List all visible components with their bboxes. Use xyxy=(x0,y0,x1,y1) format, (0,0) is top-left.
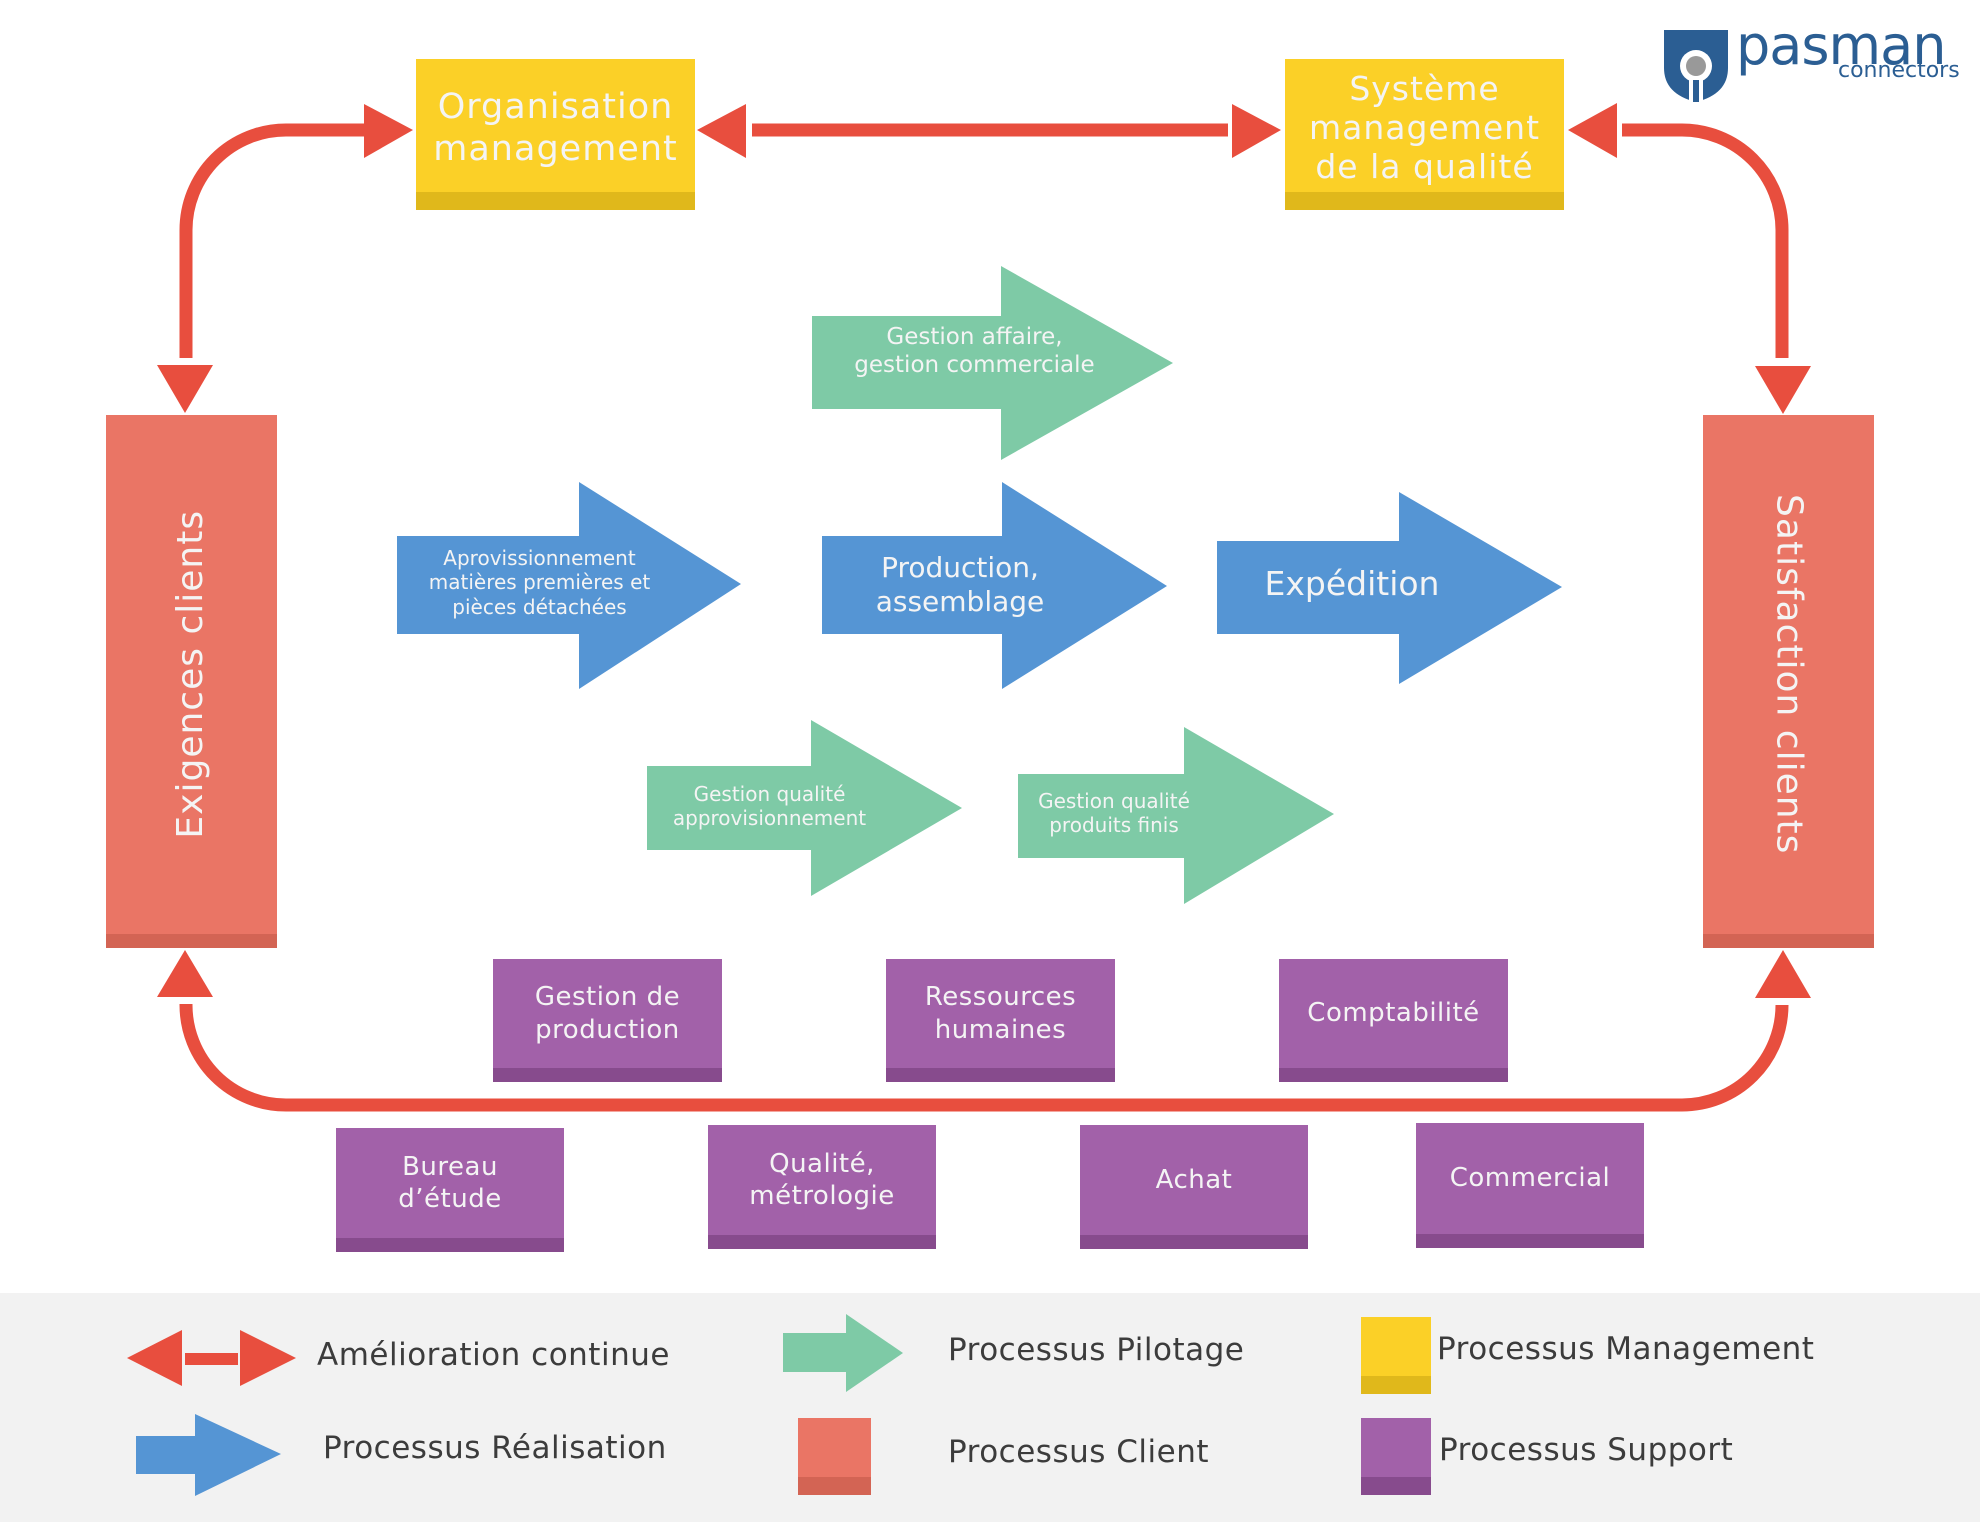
pasman-logo: pasman connectors xyxy=(1660,14,1960,104)
realisation-arrow-shipping xyxy=(1217,492,1562,684)
client-box-satisfaction: Satisfaction clients xyxy=(1703,415,1874,948)
arrowhead-up-icon xyxy=(1755,950,1811,998)
arrowhead-left-icon xyxy=(1568,103,1617,158)
management-box-organisation: Organisation management xyxy=(416,59,695,210)
loop-top-right-line xyxy=(1622,123,1789,358)
arrowhead-up-icon xyxy=(157,950,213,997)
support-label: Qualité, métrologie xyxy=(749,1148,895,1212)
legend-client-swatch xyxy=(798,1418,871,1495)
pilotage-label-business: Gestion affaire, gestion commerciale xyxy=(854,324,1095,379)
legend-label-management: Processus Management xyxy=(1437,1331,1815,1367)
legend-support-swatch xyxy=(1361,1418,1431,1495)
pilotage-arrow-quality-finished xyxy=(1018,727,1334,904)
client-box-requirements: Exigences clients xyxy=(106,415,277,948)
support-box-human-resources: Ressources humaines xyxy=(886,959,1115,1082)
support-box-accounting: Comptabilité xyxy=(1279,959,1508,1082)
legend-management-swatch xyxy=(1361,1317,1431,1394)
support-box-production-management: Gestion de production xyxy=(493,959,722,1082)
legend-panel xyxy=(0,1293,1980,1522)
logo-tagline: connectors xyxy=(1838,58,1960,83)
arrowhead-right-icon xyxy=(1232,104,1281,158)
support-label: Ressources humaines xyxy=(924,982,1077,1045)
arrowhead-right-icon xyxy=(364,104,413,158)
support-box-design-office: Bureau d’étude xyxy=(336,1128,564,1252)
support-box-commercial: Commercial xyxy=(1416,1123,1644,1248)
realisation-arrow-supply xyxy=(397,482,741,689)
legend-green-arrow-icon xyxy=(783,1314,903,1392)
legend-label-support: Processus Support xyxy=(1439,1432,1734,1468)
realisation-label-production: Production, assemblage xyxy=(875,551,1045,619)
arrowhead-left-icon xyxy=(697,104,746,158)
support-label: Bureau d’étude xyxy=(398,1151,502,1215)
realisation-arrow-production xyxy=(822,482,1167,689)
pilotage-arrow-business xyxy=(812,266,1173,460)
logo-brand: pasman xyxy=(1736,14,1946,77)
legend-label-pilotage: Processus Pilotage xyxy=(948,1332,1245,1368)
legend-blue-arrow-icon xyxy=(136,1414,281,1496)
realisation-label-supply: Aprovissionnement matières premières et … xyxy=(428,546,651,619)
support-label: Commercial xyxy=(1449,1163,1611,1194)
loop-top-left-line xyxy=(179,123,364,358)
management-label-quality-system: Système management de la qualité xyxy=(1308,69,1541,186)
pilotage-label-quality-finished: Gestion qualité produits finis xyxy=(1038,789,1190,838)
support-label: Comptabilité xyxy=(1307,998,1480,1029)
realisation-label-shipping: Expédition xyxy=(1264,564,1440,603)
arrowhead-down-icon xyxy=(1755,366,1811,414)
support-box-purchasing: Achat xyxy=(1080,1125,1308,1249)
management-label-organisation: Organisation management xyxy=(433,87,678,169)
legend-label-realisation: Processus Réalisation xyxy=(323,1430,667,1466)
pilotage-label-quality-supply: Gestion qualité approvisionnement xyxy=(672,782,867,831)
arrowhead-down-icon xyxy=(157,365,213,413)
management-box-quality-system: Système management de la qualité xyxy=(1285,59,1564,210)
pilotage-arrow-quality-supply xyxy=(647,720,962,896)
support-box-quality-metrology: Qualité, métrologie xyxy=(708,1125,936,1249)
legend-label-client: Processus Client xyxy=(948,1434,1209,1470)
shield-keyhole-icon xyxy=(1664,30,1728,102)
loop-bottom-line xyxy=(179,1004,1789,1112)
legend-double-arrow-icon xyxy=(127,1330,296,1386)
support-label: Gestion de production xyxy=(534,982,681,1045)
support-label: Achat xyxy=(1155,1164,1233,1195)
legend-label-continuous-improvement: Amélioration continue xyxy=(317,1337,670,1373)
